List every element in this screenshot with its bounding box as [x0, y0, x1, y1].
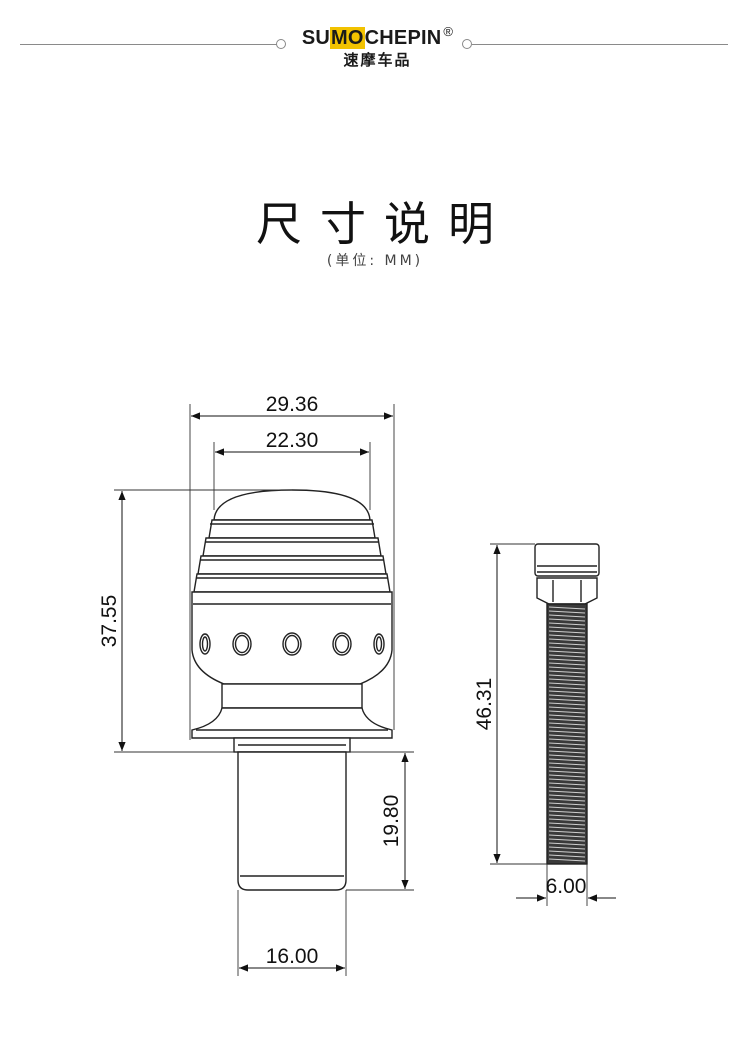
dimension-lines — [118, 412, 616, 972]
dim-top-inner-width: 22.30 — [266, 429, 319, 452]
brand-name-highlight: MO — [330, 27, 365, 49]
brand-dot-right — [462, 39, 472, 49]
dim-bolt-length: 46.31 — [473, 678, 496, 731]
unit-note: (单位: MM) — [326, 253, 424, 269]
brand-name: SUMOCHEPIN® — [301, 24, 454, 49]
slider-part — [191, 489, 393, 891]
brand-dot-left — [276, 39, 286, 49]
brand-logo: SUMOCHEPIN® 速摩车品 — [285, 24, 470, 70]
brand-line-right — [472, 44, 728, 45]
dim-shaft-length: 19.80 — [380, 795, 403, 848]
page-title: 尺寸说明 — [256, 197, 512, 251]
dim-bolt-diameter: 6.00 — [546, 875, 587, 898]
dim-shaft-diameter: 16.00 — [266, 945, 319, 968]
bolt-threads — [548, 606, 586, 862]
dim-top-outer-width: 29.36 — [266, 393, 319, 416]
brand-line-left — [20, 44, 278, 45]
bolt-part — [534, 543, 600, 865]
brand-name-cn: 速摩车品 — [343, 51, 412, 69]
dim-body-height: 37.55 — [98, 595, 121, 648]
extension-lines — [114, 404, 588, 976]
registered-mark: ® — [443, 24, 454, 39]
